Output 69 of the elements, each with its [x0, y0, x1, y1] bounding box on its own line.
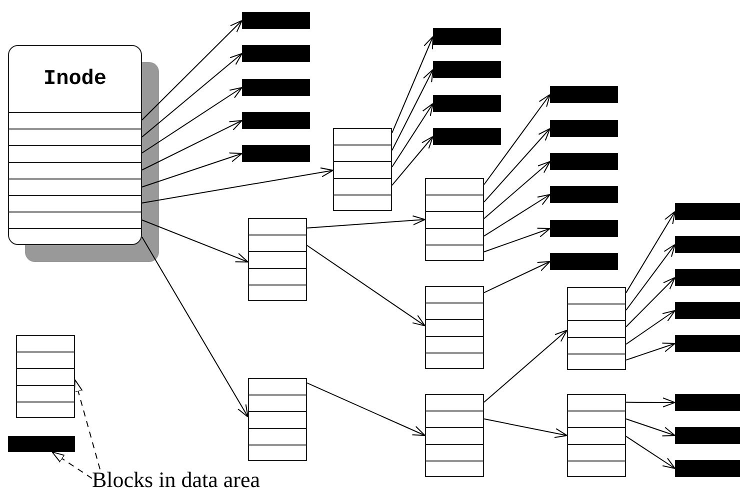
inode-table [8, 45, 142, 245]
legend-caption: Blocks in data area [92, 467, 260, 492]
data-block [242, 79, 310, 96]
arrow [306, 215, 426, 228]
pointer-block [425, 394, 484, 477]
data-block [675, 269, 740, 286]
data-block [242, 45, 310, 62]
arrow [306, 244, 426, 326]
data-block [675, 203, 740, 220]
arrow [626, 211, 676, 294]
data-block [433, 61, 501, 78]
arrow [484, 128, 550, 203]
data-block [550, 186, 618, 203]
data-block [242, 112, 310, 129]
data-block [550, 153, 618, 170]
pointer-block [333, 128, 392, 211]
data-block [675, 460, 740, 477]
arrow [626, 277, 676, 328]
leader-arrow [74, 379, 100, 470]
arrow [484, 94, 550, 186]
pointer-block [567, 394, 626, 477]
arrow [142, 236, 248, 418]
arrow [142, 120, 242, 170]
arrow [484, 418, 568, 438]
data-block [242, 12, 310, 29]
arrow [626, 342, 676, 361]
data-block [433, 95, 501, 112]
inode-title: Inode [43, 68, 106, 90]
arrow [142, 152, 242, 188]
pointer-block [16, 335, 75, 418]
arrow [142, 87, 242, 154]
arrow [392, 69, 434, 151]
pointer-block [425, 286, 484, 369]
arrow [142, 20, 242, 120]
pointer-block [248, 378, 307, 461]
data-block [242, 145, 310, 162]
arrow [626, 310, 676, 345]
data-block [550, 120, 618, 137]
arrow [484, 330, 568, 403]
data-block [675, 394, 740, 411]
pointer-block [425, 178, 484, 261]
arrow [626, 397, 676, 408]
arrow [392, 103, 434, 168]
pointer-block [248, 218, 307, 301]
arrow [484, 161, 550, 220]
data-block [550, 86, 618, 103]
arrow [392, 136, 434, 186]
arrow [306, 382, 426, 436]
arrow [626, 418, 676, 436]
arrow [142, 220, 248, 262]
arrow [484, 261, 550, 294]
arrow [484, 228, 550, 252]
arrow [142, 167, 334, 204]
data-block [550, 253, 618, 270]
leader-arrow [52, 452, 92, 479]
data-block [433, 28, 501, 45]
pointer-block [567, 287, 626, 370]
data-block [8, 436, 75, 452]
data-block [675, 427, 740, 444]
data-block [550, 220, 618, 237]
data-block [675, 335, 740, 352]
data-block [675, 236, 740, 253]
arrow [142, 53, 242, 138]
data-block [433, 128, 501, 145]
arrow [626, 244, 676, 311]
data-block [675, 302, 740, 319]
arrow [392, 36, 434, 134]
arrow [626, 436, 676, 469]
arrow [484, 194, 550, 237]
